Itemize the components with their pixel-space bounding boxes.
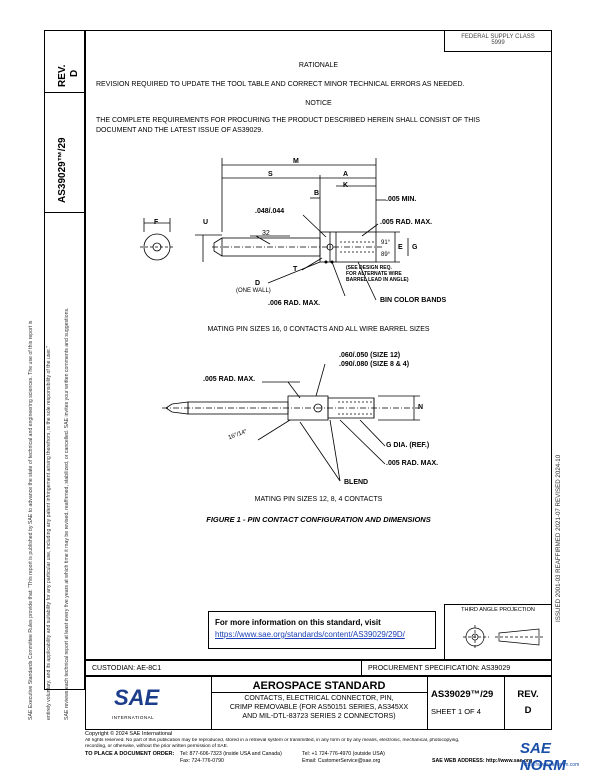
size-12-dim: .060/.050 (SIZE 12)	[339, 352, 401, 359]
see-design-2: FOR ALTERNATE WIRE	[346, 271, 402, 277]
dim-n: N	[418, 404, 424, 411]
dim-b: B	[314, 190, 320, 197]
dim-32: 32	[262, 230, 270, 237]
info-box: For more information on this standard, v…	[208, 611, 436, 649]
rationale-heading: RATIONALE	[298, 62, 339, 69]
third-angle-label: THIRD ANGLE PROJECTION	[461, 607, 535, 613]
sheet-number: SHEET 1 OF 4	[431, 707, 481, 716]
bin-color-bands: BIN COLOR BANDS	[380, 297, 447, 304]
watermark-logo: SAE NORM	[520, 740, 566, 774]
figure-title: FIGURE 1 - PIN CONTACT CONFIGURATION AND…	[206, 515, 431, 524]
rationale-text: REVISION REQUIRED TO UPDATE THE TOOL TAB…	[96, 81, 465, 88]
title-block: SAE INTERNATIONAL AEROSPACE STANDARD CON…	[85, 676, 552, 730]
dim-005-min: .005 MIN.	[386, 196, 417, 203]
revision-column: REV. D AS39029™/29	[44, 30, 85, 690]
standard-label: AEROSPACE STANDARD	[211, 680, 427, 693]
dim-t: T	[293, 266, 298, 273]
third-angle-box: THIRD ANGLE PROJECTION	[444, 604, 552, 660]
issue-dates: ISSUED 2001-03 REAFFIRMED 2021-07 REVISE…	[555, 454, 562, 622]
tel-usa: Tel: 877-606-7323 (inside USA and Canada…	[180, 751, 282, 757]
see-design-3: BARREL LEAD IN ANGLE)	[346, 277, 409, 283]
dim-u: U	[203, 219, 209, 226]
dim-f: F	[154, 219, 159, 226]
g-dia-ref: G DIA. (REF.)	[386, 442, 430, 449]
dim-91: 91°	[381, 240, 391, 246]
supply-class-box: FEDERAL SUPPLY CLASS 5999	[444, 30, 552, 52]
notice-line-1: THE COMPLETE REQUIREMENTS FOR PROCURING …	[96, 117, 480, 124]
copyright: Copyright © 2024 SAE International	[85, 731, 173, 737]
blend-label: BLEND	[344, 479, 369, 486]
rights-1: All rights reserved. No part of this pub…	[85, 738, 460, 743]
caption-top-figure: MATING PIN SIZES 16, 0 CONTACTS AND ALL …	[207, 326, 430, 333]
bottom-rad-005-b: .005 RAD. MAX.	[386, 460, 439, 467]
caption-bottom-figure: MATING PIN SIZES 12, 8, 4 CONTACTS	[254, 496, 383, 503]
one-wall: (ONE WALL)	[236, 288, 271, 294]
size-8-4-dim: .090/.080 (SIZE 8 & 4)	[339, 361, 410, 368]
dim-006-rad: .006 RAD. MAX.	[268, 300, 321, 307]
notice-line-2: DOCUMENT AND THE LATEST ISSUE OF AS39029…	[96, 127, 264, 134]
web-address[interactable]: SAE WEB ADDRESS: http://www.sae.org	[432, 758, 533, 764]
supply-class-line1: FEDERAL SUPPLY CLASS	[461, 34, 535, 40]
sae-logo: SAE	[114, 685, 160, 710]
doc-number-cell: AS39029™/29	[45, 93, 84, 213]
custodian-row: CUSTODIAN: AE-8C1 PROCUREMENT SPECIFICAT…	[85, 660, 552, 676]
dim-a: A	[343, 171, 349, 178]
projection-symbol-icon	[463, 625, 545, 649]
title-desc-2: CRIMP REMOVABLE (FOR AS50151 SERIES, AS3…	[229, 704, 409, 711]
custodian: CUSTODIAN: AE-8C1	[92, 665, 162, 672]
rev-cell: REV. D	[45, 31, 84, 93]
dim-89: 89°	[381, 252, 391, 258]
dim-048: .048/.044	[255, 208, 285, 215]
info-link[interactable]: https://www.sae.org/standards/content/AS…	[215, 630, 405, 639]
notice-heading: NOTICE	[305, 100, 332, 107]
dim-s: S	[268, 171, 273, 178]
dim-k: K	[343, 182, 349, 189]
see-design-1: (SEE DESIGN REQ.	[346, 265, 392, 271]
dim-m: M	[293, 158, 299, 165]
email[interactable]: Email: CustomerService@sae.org	[302, 758, 381, 764]
title-rev-label: REV.	[517, 689, 539, 700]
sae-logo-cell: SAE INTERNATIONAL	[86, 677, 212, 729]
dim-d: D	[255, 280, 261, 287]
info-heading: For more information on this standard, v…	[215, 618, 381, 627]
watermark-url: https://www.saenorm.com	[522, 762, 580, 768]
drawing-frame	[85, 30, 552, 660]
title-desc-3: AND MIL-DTL-83723 SERIES 2 CONNECTORS)	[242, 713, 396, 720]
rights-2: recording, or otherwise, without the pri…	[85, 744, 229, 749]
dim-e: E	[398, 244, 403, 251]
dim-g: G	[412, 244, 418, 251]
doc-number: AS39029™/29	[431, 689, 494, 700]
dim-005-rad: .005 RAD. MAX.	[380, 219, 433, 226]
bottom-rad-005: .005 RAD. MAX.	[203, 376, 256, 383]
title-rev-value: D	[524, 705, 532, 716]
order-label: TO PLACE A DOCUMENT ORDER:	[85, 751, 175, 757]
title-desc-1: CONTACTS, ELECTRICAL CONNECTOR, PIN,	[244, 695, 394, 702]
fax: Fax: 724-776-0790	[180, 758, 224, 764]
supply-class-line2: 5999	[491, 40, 505, 46]
tel-outside: Tel: +1 724-776-4970 (outside USA)	[302, 751, 385, 757]
procurement-spec: PROCUREMENT SPECIFICATION: AS39029	[368, 665, 511, 672]
sae-logo-sub: INTERNATIONAL	[112, 715, 155, 720]
